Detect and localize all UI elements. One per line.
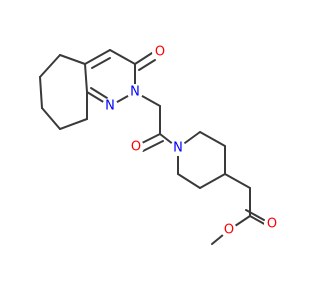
bond [138,59,156,71]
atom-O4: O [221,222,237,238]
atom-label: O [224,223,234,238]
bond [39,54,61,78]
atom-label: N [173,141,183,156]
bond [41,107,61,130]
bond [84,63,88,93]
bond [39,76,43,109]
molecule-structure: O N N O N O O [39,44,280,245]
atom-O2: O [128,139,144,155]
atom-O1: O [152,44,168,60]
atom-label: O [267,217,277,232]
atom-N3: N [170,140,186,156]
atom-labels: O N N O N O O [102,44,280,238]
bond [91,57,111,69]
bond [177,173,201,189]
bond [139,133,161,145]
bond [109,49,136,65]
bond [134,52,153,65]
bond [84,49,111,65]
atom-N1: N [127,84,143,100]
bonds [39,49,269,245]
bond [142,140,164,152]
atom-label: N [130,85,140,100]
atom-label: N [105,99,115,114]
atom-label: O [131,140,141,155]
bond [224,173,251,189]
atom-N2: N [102,98,118,114]
atom-label: O [155,45,165,60]
atom-O3: O [264,216,280,232]
bond [245,209,265,221]
bond [59,54,86,65]
bond [199,131,226,147]
bond [90,87,108,99]
bond [59,118,88,130]
bond [199,173,226,189]
